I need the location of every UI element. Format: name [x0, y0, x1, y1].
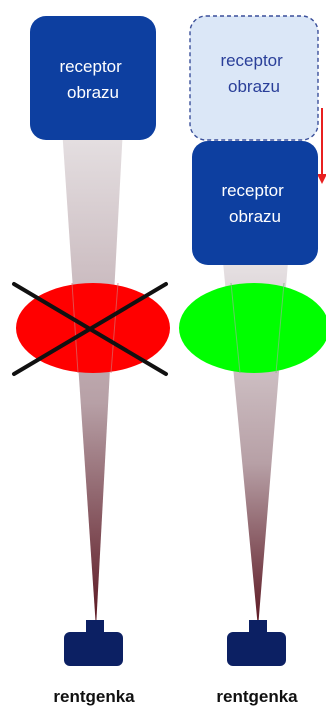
left-receptor-label-line1: receptor	[59, 57, 122, 76]
right-receptor-label-line2: obrazu	[229, 207, 281, 226]
left-xray-tube	[64, 620, 123, 666]
left-image-receptor	[30, 16, 156, 140]
right-ghost-label-line2: obrazu	[228, 77, 280, 96]
right-ghost-label-line1: receptor	[220, 51, 283, 70]
right-setup: receptor obrazu receptor obrazu rentgenk…	[179, 16, 326, 706]
right-object-green	[179, 283, 326, 373]
right-receptor-label-line1: receptor	[221, 181, 284, 200]
right-tube-label: rentgenka	[216, 687, 298, 706]
left-receptor-label-line2: obrazu	[67, 83, 119, 102]
right-xray-tube	[227, 620, 286, 666]
left-setup: receptor obrazu rentgenka	[14, 16, 170, 706]
left-xray-beam	[62, 128, 123, 628]
left-tube-label: rentgenka	[53, 687, 135, 706]
arrow-down-icon	[317, 108, 326, 184]
right-image-receptor	[192, 141, 318, 265]
